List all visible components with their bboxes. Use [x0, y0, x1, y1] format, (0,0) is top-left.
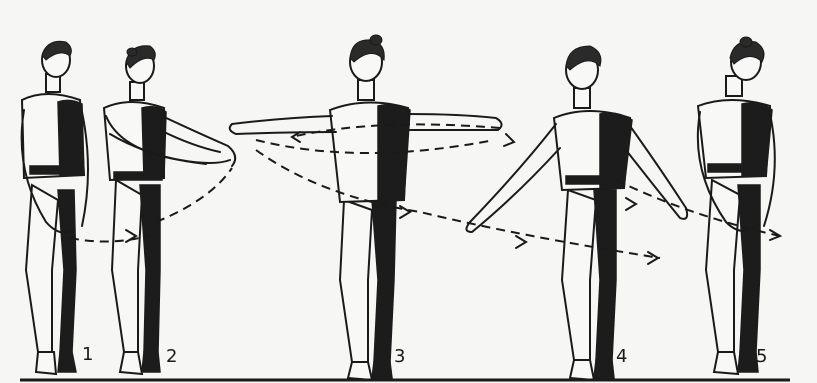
- dancer-figure-5: [698, 37, 775, 374]
- dancer-figure-4: [466, 46, 687, 380]
- step-label-1: 1: [82, 344, 93, 365]
- step-label-4: 4: [616, 346, 627, 367]
- dancer-figure-2: [104, 46, 235, 374]
- step-label-5: 5: [756, 346, 767, 367]
- step-label-2: 2: [166, 346, 177, 367]
- step-label-3: 3: [394, 346, 405, 367]
- dancer-figure-3: [230, 35, 502, 380]
- dancer-figure-1: [22, 41, 88, 374]
- motion-path-2-up: [156, 168, 232, 222]
